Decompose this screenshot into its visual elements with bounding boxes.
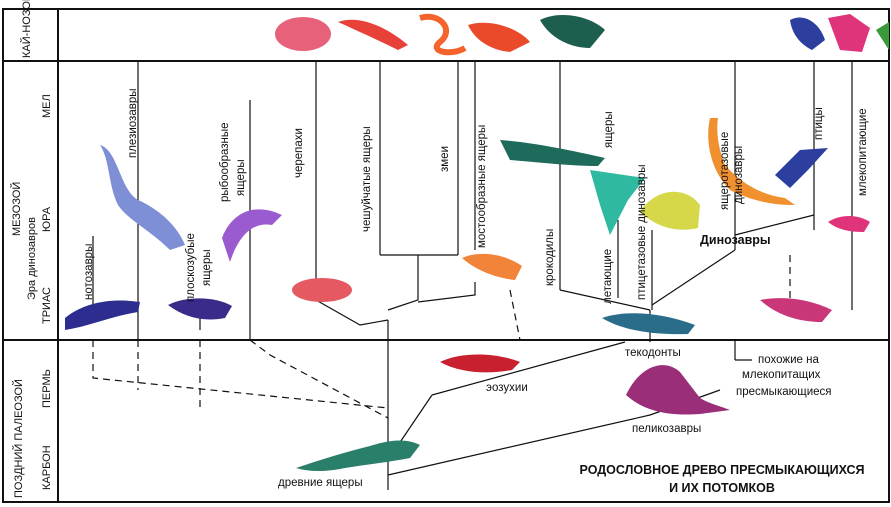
era-late-paleozoic: ПОЗДНИЙ ПАЛЕОЗОЙ [12,379,25,498]
label-crocodiles: крокодилы [544,229,556,286]
label-turtles: черепахи [293,128,305,178]
label-ornithischians: птицетазовые динозавры [636,165,648,301]
era-mesozoic-sub: Эра динозавров [26,217,38,300]
bird-modern-icon [790,17,825,50]
turtle-join [316,300,388,325]
turtle-modern-icon [275,17,331,51]
ichthyosaur-link [250,340,388,418]
label-dinosaurs: Динозавры [700,233,771,247]
lepidosaur-stem [388,255,418,310]
crocodile-modern-icon [540,15,605,48]
label-plesiosaurs: плезиозавры [127,89,139,158]
label-squamates: чешуйчатые ящеры [361,126,373,232]
bird-cretaceous-icon [775,148,828,188]
label-mammals: млекопитающие [857,108,869,196]
label-saurischians-2: динозавры [733,146,745,204]
diagram-title: РОДОСЛОВНОЕ ДРЕВО ПРЕСМЫКАЮЩИХСЯ И ИХ ПО… [580,463,865,495]
label-eosuchians: эозухии [486,382,528,394]
tuatara-modern-icon [468,23,530,52]
label-ichthyosaurs-2: ящеры [235,159,247,196]
label-therapsids-2: млекопитащих [742,369,821,381]
notosaur-link [93,340,388,408]
label-snakes: змеи [439,146,451,172]
era-labels: КАЙ-НОЗОЙ МЕЗОЗОЙ Эра динозавров ПОЗДНИЙ… [10,0,53,498]
placodont-icon [168,298,232,319]
dinosaur-join [652,250,735,305]
bird-join [735,215,814,235]
period-triassic: ТРИАС [41,287,53,324]
rhynchosaur-icon [462,254,522,280]
lizard-modern-icon [338,20,408,50]
snake-modern-icon [420,17,465,52]
period-carboniferous: КАРБОН [41,445,53,490]
thecodont-icon [602,313,695,334]
eosuchian-icon [440,355,520,373]
period-permian: ПЕРМЬ [41,369,53,408]
taxon-labels: нотозавры плезиозавры плоскозубые ящеры … [83,89,869,489]
mammal-modern-icon [828,14,870,52]
mammal-cretaceous-icon [828,216,870,232]
label-placodonts-1: плоскозубые [185,233,197,302]
label-rhynchosaurs: мостообразные ящеры [476,125,488,248]
ichthyosaur-icon [222,209,282,262]
label-therapsids-3: пресмыкающиеся [736,386,832,398]
label-ancient-reptiles: древние ящеры [278,477,363,489]
label-pterosaurs-1: летающие [602,249,614,304]
turtle-triassic-icon [292,278,352,302]
label-birds: птицы [813,107,825,140]
label-notosaurs: нотозавры [83,244,95,300]
mammal-edge-icon [876,22,889,50]
label-pterosaurs-2: ящеры [603,111,615,148]
period-jurassic: ЮРА [41,206,53,232]
label-therapsids-1: похожие на [758,354,819,366]
rhynchosaur-join [418,282,475,302]
period-cretaceous: МЕЛ [41,94,53,118]
pelycosaur-icon [626,365,730,414]
label-saurischians-1: ящеротазовые [719,132,731,210]
therapsid-icon [760,298,832,322]
title-line-1: РОДОСЛОВНОЕ ДРЕВО ПРЕСМЫКАЮЩИХСЯ [580,463,865,477]
notosaur-icon [65,301,140,330]
plesiosaur-icon [100,145,185,250]
ancient-reptile-icon [296,441,420,471]
label-ichthyosaurs-1: рыбообразные [219,122,231,202]
crocodile-jurassic-icon [500,140,605,166]
title-line-2: И ИХ ПОТОМКОВ [669,481,775,495]
label-thecodonts: текодонты [625,347,681,359]
era-cenozoic: КАЙ-НОЗОЙ [20,0,33,58]
ornithischian-icon [640,192,700,230]
era-mesozoic: МЕЗОЗОЙ [10,182,23,236]
label-pelycosaurs: пеликозавры [632,423,701,435]
rhynchosaur-dash [510,290,520,340]
label-placodonts-2: ящеры [201,249,213,286]
